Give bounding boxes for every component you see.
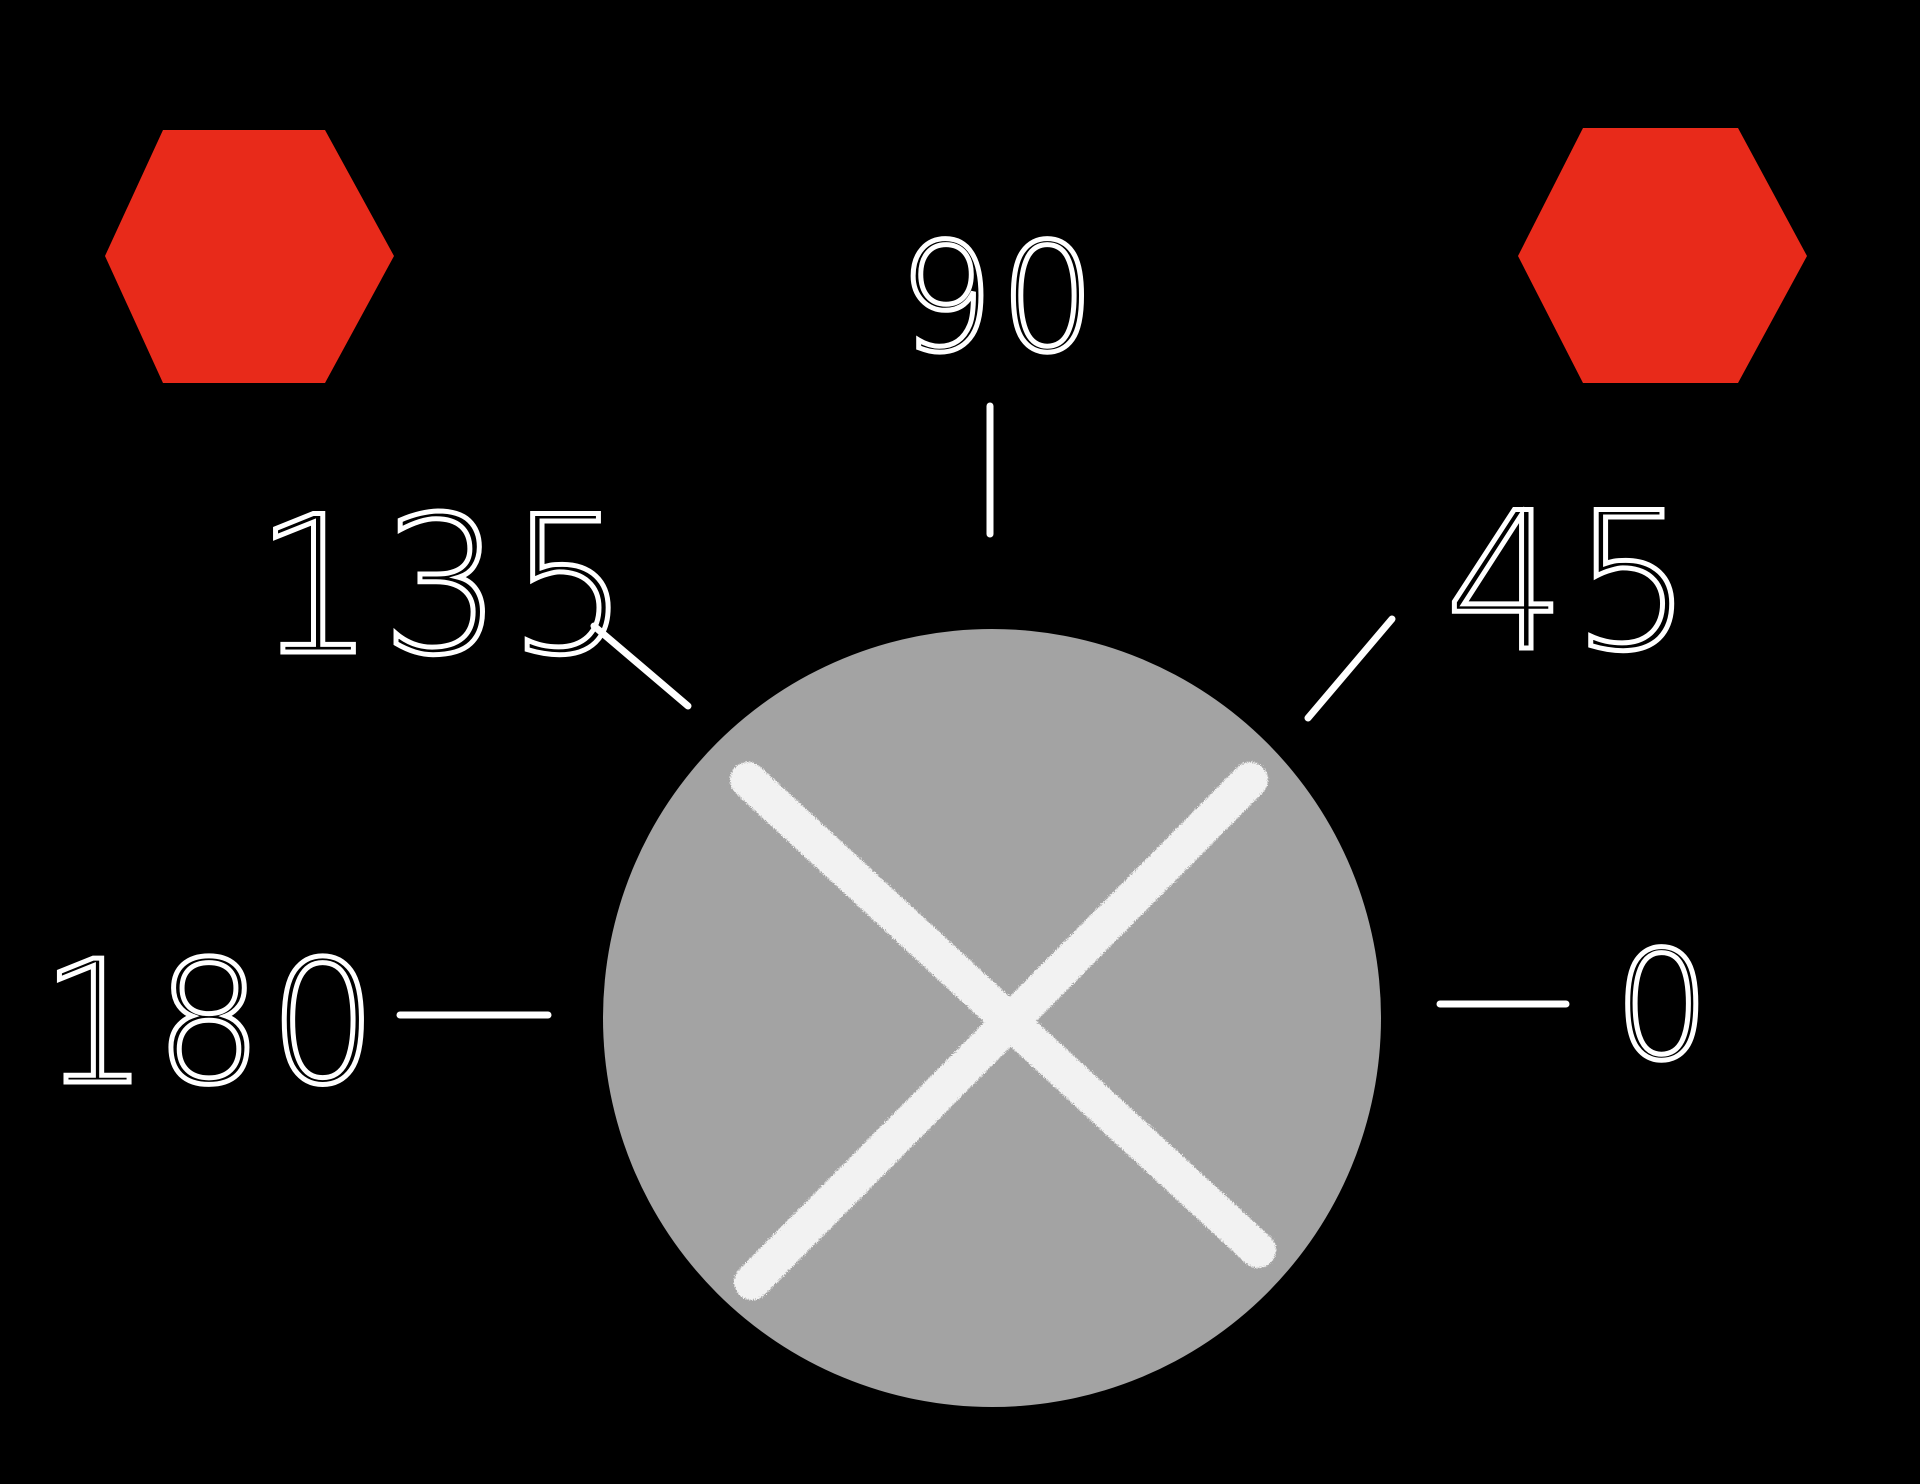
tick-45 [1304,615,1396,722]
label-45: 45 [1445,472,1699,693]
left-hexagon-icon [105,130,394,383]
label-0: 0 [1614,920,1715,1094]
label-135: 135 [255,476,636,697]
cross-icon [730,762,1276,1300]
right-hexagon-icon [1518,128,1807,383]
label-180: 180 [41,925,383,1123]
label-90: 90 [899,212,1102,386]
tick-135 [590,622,692,710]
